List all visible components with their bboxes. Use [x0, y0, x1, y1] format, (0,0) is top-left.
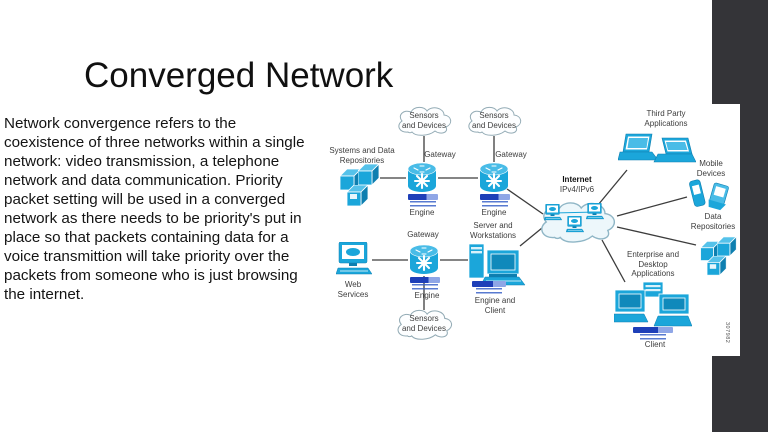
page-title: Converged Network [84, 56, 394, 95]
label-sensors-devices-2: Sensors and Devices [471, 111, 517, 130]
data-repositories-icon [701, 237, 737, 275]
client-module-bar [633, 327, 673, 333]
engine-client-module-bar [472, 281, 506, 287]
label-client: Client [644, 340, 666, 349]
mobile-devices-icon [688, 178, 730, 212]
internet-node-icon [586, 203, 604, 220]
web-services-icon [336, 242, 372, 275]
label-mobile-devices: Mobile Devices [696, 159, 726, 178]
client-module-microtext [640, 334, 666, 342]
label-enterprise-desktop-applications: Enterprise and Desktop Applications [626, 250, 680, 278]
engine-module-bar [408, 194, 438, 200]
gateway-router-1-icon [406, 162, 438, 194]
gateway-router-2-icon [478, 162, 510, 194]
label-internet: Internet [562, 175, 592, 184]
engine-module-microtext [410, 201, 436, 209]
figure-number: 307982 [724, 322, 730, 344]
label-internet-ipv4-ipv6: IPv4/IPv6 [559, 185, 595, 194]
engine-module-microtext [482, 201, 508, 209]
label-engine-and-client: Engine and Client [474, 296, 516, 315]
engine-module-microtext [412, 284, 438, 292]
enterprise-desktop-icon [614, 282, 692, 327]
label-gateway-3: Gateway [407, 230, 439, 239]
label-systems-data-repositories: Systems and Data Repositories [329, 146, 395, 165]
label-gateway-1: Gateway [424, 150, 456, 159]
body-text: Network convergence refers to the coexis… [4, 115, 305, 303]
label-engine-3: Engine [414, 291, 440, 300]
internet-node-icon [544, 204, 562, 221]
internet-node-icon [566, 216, 584, 233]
label-web-services: Web Services [337, 280, 369, 299]
network-diagram: Sensors and Devices Sensors and Devices … [329, 104, 740, 356]
engine-module-bar [480, 194, 510, 200]
label-sensors-devices-3: Sensors and Devices [401, 314, 447, 333]
diagram-art [336, 106, 740, 340]
label-sensors-devices-1: Sensors and Devices [401, 111, 447, 130]
label-engine-1: Engine [409, 208, 435, 217]
label-engine-2: Engine [481, 208, 507, 217]
engine-module-bar [410, 277, 440, 283]
systems-data-repositories-icon [340, 164, 379, 206]
gateway-router-3-icon [408, 244, 440, 276]
third-party-applications-icon [618, 133, 696, 163]
server-workstations-icon [468, 243, 526, 286]
engine-client-module-microtext [476, 288, 502, 296]
label-server-workstations: Server and Workstations [469, 221, 517, 240]
label-gateway-2: Gateway [495, 150, 527, 159]
label-third-party-applications: Third Party Applications [644, 109, 688, 128]
label-data-repositories: Data Repositories [690, 212, 736, 231]
